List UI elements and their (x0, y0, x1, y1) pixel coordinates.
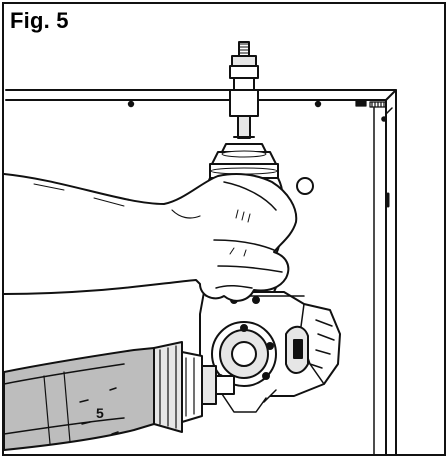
line-illustration: 5 (4, 41, 397, 454)
reference-circle (296, 177, 314, 195)
power-drill: 5 (4, 341, 235, 451)
hand-and-arm (4, 173, 298, 302)
svg-text:5: 5 (96, 405, 104, 421)
figure-label: Fig. 5 (10, 8, 69, 33)
gear-housing (199, 291, 341, 413)
cabinet-frame (5, 89, 397, 454)
figure-panel: Fig. 5 (2, 2, 446, 456)
hinge-marks (355, 100, 387, 122)
top-fitting (229, 41, 259, 139)
